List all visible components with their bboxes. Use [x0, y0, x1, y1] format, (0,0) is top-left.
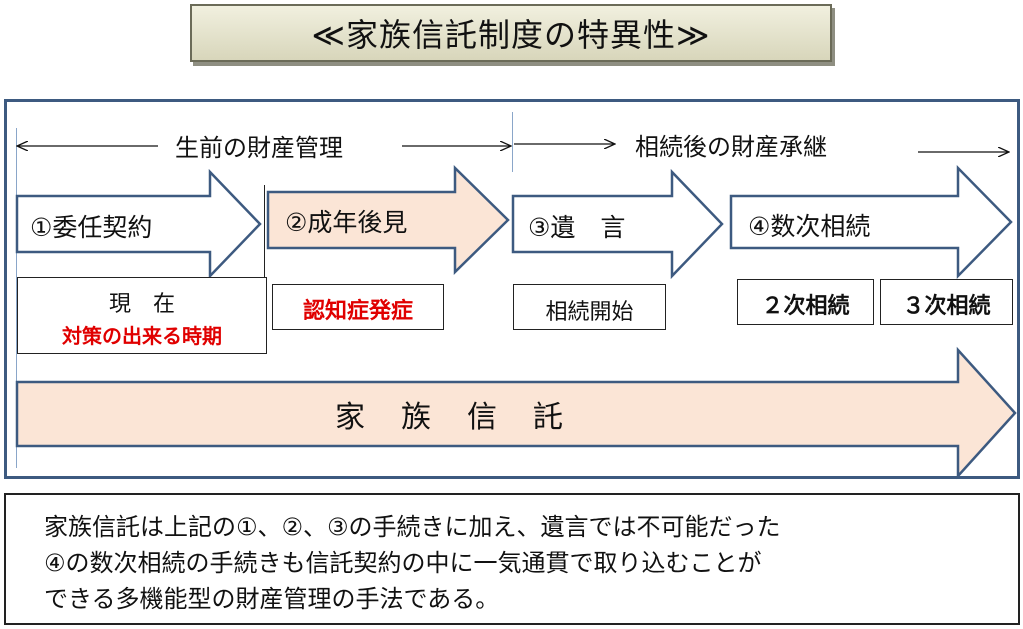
third-inheritance-box: ３次相続	[880, 279, 1013, 325]
description-line-2: ④の数次相続の手続きも信託契約の中に一気通貫で取り込むことが	[44, 549, 762, 577]
description-line-1: 家族信託は上記の①、②、③の手続きに加え、遺言では不可能だった	[44, 513, 781, 541]
phase-divider	[512, 112, 513, 172]
current-period-box: 現 在 対策の出来る時期	[17, 277, 267, 354]
second-inheritance-label: ２次相続	[761, 294, 850, 319]
step-label-3: ③遺 言	[528, 213, 626, 242]
inheritance-start-label: 相続開始	[545, 300, 634, 325]
step-label-4: ④数次相続	[748, 212, 871, 241]
description-line-3: できる多機能型の財産管理の手法である。	[44, 585, 500, 613]
dementia-onset-box: 認知症発症	[272, 284, 444, 330]
step-arrow-4	[729, 164, 1013, 280]
step-arrow-1	[15, 168, 262, 280]
diagram-frame	[4, 99, 1020, 479]
post-phase-label: 相続後の財産承継	[635, 133, 827, 161]
step-divider	[264, 185, 265, 330]
second-inheritance-box: ２次相続	[737, 279, 874, 325]
dementia-onset-label: 認知症発症	[302, 299, 413, 324]
description-box: 家族信託は上記の①、②、③の手続きに加え、遺言では不可能だった ④の数次相続の手…	[4, 493, 1020, 625]
third-inheritance-label: ３次相続	[902, 294, 991, 319]
step-label-1: ①委任契約	[30, 213, 153, 242]
page-title: ≪家族信託制度の特異性≫	[190, 4, 832, 62]
step-arrow-3	[511, 168, 724, 280]
current-label: 現 在	[108, 292, 175, 317]
pre-phase-label: 生前の財産管理	[175, 134, 343, 162]
family-trust-label: 家族信託	[335, 400, 599, 435]
step-arrow-2	[266, 165, 510, 275]
trust-arrow	[15, 346, 1017, 480]
step-label-2: ②成年後見	[285, 208, 408, 237]
action-period-label: 対策の出来る時期	[62, 324, 222, 348]
inheritance-start-box: 相続開始	[513, 284, 666, 330]
timeline-start-divider	[16, 128, 17, 468]
